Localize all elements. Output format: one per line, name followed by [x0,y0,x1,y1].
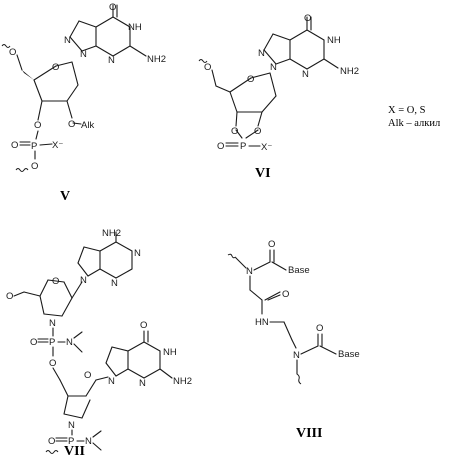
pn-lower-vii: N [85,436,92,447]
nh-vi: NH [327,35,341,46]
base-lower-viii: Base [338,349,360,360]
structure-v: O NH N NH2 N N O O O Alk O P O [1,2,166,204]
guanine-base-v [69,4,147,57]
guanine-nh2-vii: NH2 [173,376,192,387]
label-v: V [60,189,70,204]
wavy-bond-viii-bottom [296,373,302,385]
nh2-v: NH2 [147,54,166,65]
label-vii: VII [64,444,85,457]
adenine-n1: N [134,248,141,259]
wavy-bond-v-bottom [15,168,29,172]
adenine-base [77,231,133,279]
morpholino-lower-o: O [84,370,91,381]
p-v: P [31,141,37,152]
o3-v: O [34,120,41,131]
wavy-bond-vii [45,450,59,454]
adenine-n9: N [80,275,87,286]
po-vi: O [217,141,224,152]
nh2-vi: NH2 [340,66,359,77]
o-lower-v: O [31,161,38,172]
o-lower-viii: O [316,323,323,334]
alk-v: Alk [81,120,94,131]
po-upper-vii: O [30,337,37,348]
n7-v: N [64,35,71,46]
n9-vi: N [270,62,277,73]
p-lower-vii: P [68,436,74,447]
morpholino-lower-n: N [68,420,75,431]
carbonyl-o-vi: O [304,13,311,24]
po-lower-vii: O [48,436,55,447]
morpholino-lower [59,376,109,419]
ring-o-vi: O [247,74,254,85]
legend-line-1: X = O, S [388,105,426,116]
pn-upper-vii: N [66,337,73,348]
o5-vi: O [204,62,211,73]
structure-vii: NH2 N N N O O N P O N O [6,228,192,457]
n3-v: N [108,55,115,66]
label-viii: VIII [296,426,322,441]
n3-vi: N [302,69,309,80]
ring-o-v: O [52,62,59,73]
legend: X = O, S Alk – алкил [388,105,440,129]
o-upper-viii: O [268,239,275,250]
guanine-n9-vii: N [108,376,115,387]
p-vi: P [240,141,246,152]
po-v: O [11,140,18,151]
n-upper-viii: N [246,266,253,277]
label-vi: VI [255,166,271,181]
morpholino-upper [13,279,83,317]
morpholino-upper-o: O [52,276,59,287]
o2-v: O [68,119,75,130]
morpholino-upper-n: N [49,318,56,329]
guanine-base-vi [263,16,339,70]
legend-line-2: Alk – алкил [388,118,440,129]
n9-v: N [80,49,87,60]
o2-vi: O [254,126,261,137]
o-left-vii: O [6,291,13,302]
carbonyl-o-v: O [109,2,116,13]
wavy-bond-vi [198,59,208,63]
o5-v: O [9,47,16,58]
n7-vi: N [258,48,265,59]
ribose-vi [211,69,277,139]
structure-viii: N O Base O HN N O Base VIII [227,239,360,441]
xminus-vi: X⁻ [261,142,272,153]
guanine-n3-vii: N [139,378,146,389]
wavy-bond-viii-top [227,253,237,259]
o3-vi: O [231,126,238,137]
guanine-nh-vii: NH [163,347,177,358]
p-upper-vii: P [49,337,55,348]
guanine-base-vii [105,330,173,379]
n-lower-viii: N [293,350,300,361]
xminus-v: X⁻ [52,140,63,151]
wavy-bond-v-top [1,44,11,48]
guanine-o-vii: O [140,320,147,331]
o-link-vii: O [49,358,56,369]
base-upper-viii: Base [288,265,310,276]
structure-vi: O NH N NH2 N N O O O O P O X⁻ [198,13,359,181]
hn-viii: HN [255,317,269,328]
o-middle-viii: O [282,289,289,300]
adenine-n3: N [111,278,118,289]
nh-v: NH [128,22,142,33]
ribose-v [16,54,79,121]
adenine-nh2: NH2 [102,228,121,239]
